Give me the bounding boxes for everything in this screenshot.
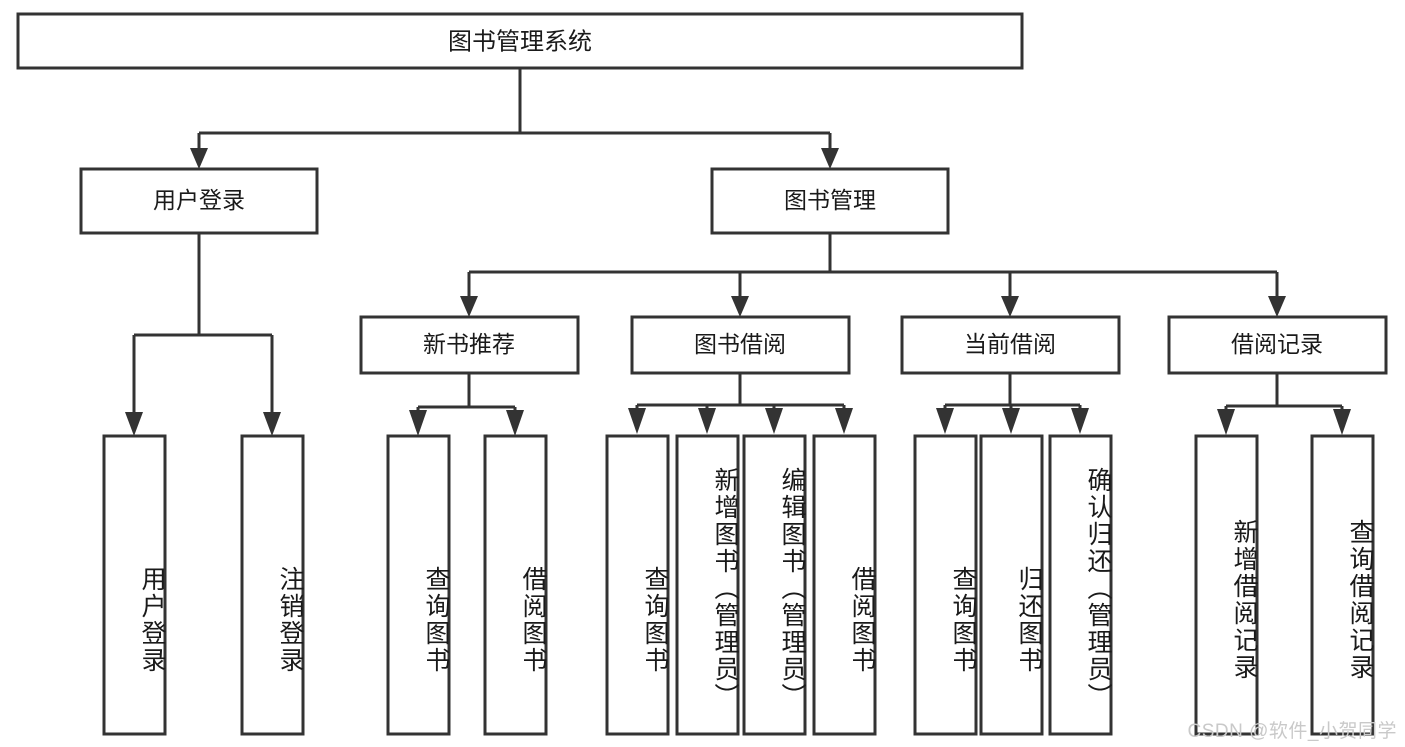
node-root[interactable]: 图书管理系统 — [16, 12, 1024, 70]
watermark-text: CSDN @软件_小贺同学 — [1187, 721, 1397, 742]
leaf-box-edit-book[interactable] — [742, 434, 807, 736]
node-book-borrow-label: 图书借阅 — [694, 331, 786, 357]
node-new-book-rec-label: 新书推荐 — [423, 331, 515, 357]
connector-group — [125, 68, 1351, 436]
arrow-borrow-record — [1268, 296, 1286, 317]
node-current-borrow-label: 当前借阅 — [964, 331, 1056, 357]
leaf-box-user-login[interactable] — [102, 434, 167, 736]
leaf-box-group — [102, 434, 1375, 736]
node-root-label: 图书管理系统 — [448, 28, 592, 55]
leaf-box-query-record[interactable] — [1310, 434, 1375, 736]
node-current-borrow-box[interactable] — [900, 315, 1121, 375]
node-book-manage-box[interactable] — [710, 167, 950, 235]
leaf-box-confirm-return[interactable] — [1048, 434, 1113, 736]
node-borrow-record-label: 借阅记录 — [1231, 331, 1323, 357]
leaf-box-borrow-book-2[interactable] — [812, 434, 877, 736]
leaf-box-add-book[interactable] — [675, 434, 740, 736]
arrow-leaf-query-record — [1333, 409, 1351, 435]
node-user-login-label: 用户登录 — [153, 187, 245, 213]
leaf-box-borrow-book-1[interactable] — [483, 434, 548, 736]
node-borrow-record-box[interactable] — [1167, 315, 1388, 375]
arrow-leaf-confirm-return — [1071, 408, 1089, 434]
arrow-leaf-query-book-1 — [409, 410, 427, 436]
leaf-box-query-book-1[interactable] — [386, 434, 451, 736]
leaf-box-logout[interactable] — [240, 434, 305, 736]
arrow-leaf-user-login — [125, 412, 143, 436]
arrow-user-login — [190, 148, 208, 169]
arrow-leaf-return-book — [1002, 408, 1020, 434]
arrow-new-book — [460, 296, 478, 317]
arrow-book-borrow — [731, 296, 749, 317]
node-book-manage[interactable]: 图书管理 — [710, 167, 950, 235]
arrow-leaf-borrow-book-1 — [506, 410, 524, 436]
leaf-box-add-record[interactable] — [1194, 434, 1259, 736]
node-user-login-box[interactable] — [79, 167, 319, 235]
arrow-leaf-query-book-3 — [936, 408, 954, 434]
node-book-manage-label: 图书管理 — [784, 187, 876, 213]
arrow-book-manage — [821, 148, 839, 169]
node-root-box[interactable] — [16, 12, 1024, 70]
leaf-box-query-book-2[interactable] — [605, 434, 670, 736]
leaf-box-return-book[interactable] — [979, 434, 1044, 736]
arrow-current-borrow — [1001, 296, 1019, 317]
arrow-leaf-add-record — [1217, 409, 1235, 435]
arrow-leaf-edit-book — [765, 408, 783, 434]
node-user-login[interactable]: 用户登录 — [79, 167, 319, 235]
arrow-leaf-query-book-2 — [628, 408, 646, 434]
node-borrow-record[interactable]: 借阅记录 — [1167, 315, 1388, 375]
node-current-borrow[interactable]: 当前借阅 — [900, 315, 1121, 375]
node-new-book-rec-box[interactable] — [359, 315, 580, 375]
arrow-leaf-add-book — [698, 408, 716, 434]
arrow-leaf-borrow-book-2 — [835, 408, 853, 434]
leaf-box-query-book-3[interactable] — [913, 434, 978, 736]
node-book-borrow-box[interactable] — [630, 315, 851, 375]
arrow-leaf-logout — [263, 412, 281, 436]
node-new-book-rec[interactable]: 新书推荐 — [359, 315, 580, 375]
node-book-borrow[interactable]: 图书借阅 — [630, 315, 851, 375]
